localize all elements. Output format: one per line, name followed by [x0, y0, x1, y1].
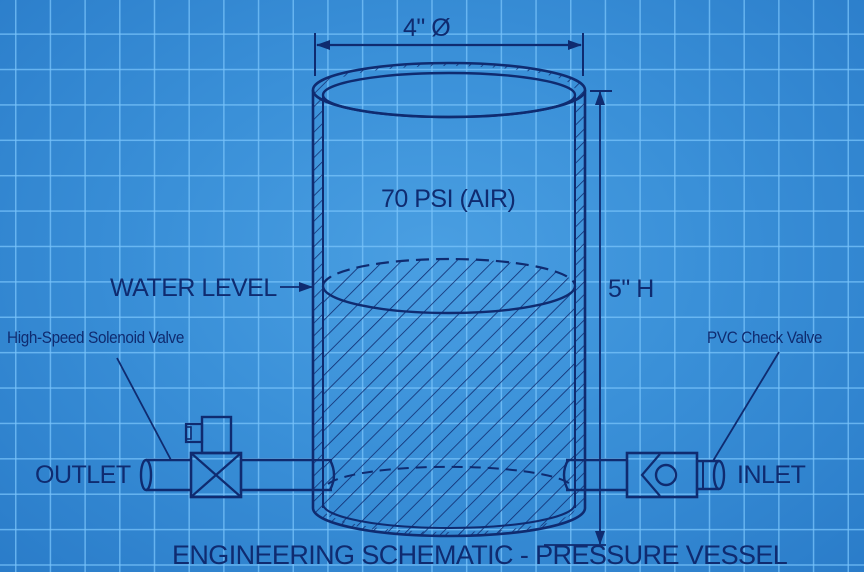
- diameter-label: 4" Ø: [403, 14, 451, 42]
- inlet-pipe: [562, 458, 726, 492]
- water-level-label: WATER LEVEL: [110, 274, 277, 302]
- water-level-surface: [321, 257, 577, 315]
- check-valve-leader-line: [712, 351, 780, 462]
- diagram-title: ENGINEERING SCHEMATIC - PRESSURE VESSEL: [172, 540, 788, 570]
- diameter-dimension: [314, 33, 584, 76]
- check-valve: [625, 451, 699, 499]
- vessel-outline: [311, 61, 587, 538]
- solenoid-valve: [184, 415, 243, 499]
- pressure-label: 70 PSI (AIR): [381, 185, 516, 213]
- inlet-label: INLET: [737, 461, 806, 489]
- height-dimension: [544, 90, 612, 546]
- water-volume: [323, 259, 575, 535]
- height-label: 5" H: [608, 275, 654, 303]
- outlet-label: OUTLET: [35, 461, 131, 489]
- outlet-pipe: [139, 458, 336, 492]
- solenoid-leader-line: [116, 357, 172, 461]
- check-valve-label: PVC Check Valve: [707, 328, 823, 347]
- solenoid-valve-label: High-Speed Solenoid Valve: [7, 328, 185, 347]
